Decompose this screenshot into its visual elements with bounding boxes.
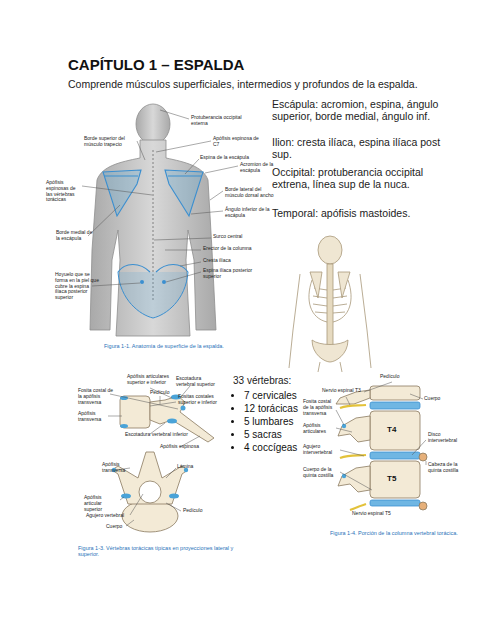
part-label: Apófisis articulares superior e inferior [127, 374, 173, 386]
part-label: Cuerpo [424, 396, 454, 402]
part-label: Borde medial de la escápula [56, 230, 96, 242]
body-text: 33 vértebras: [233, 375, 303, 387]
part-label: Pedículo [183, 508, 213, 514]
part-label: Cuerpo de la quinta costilla [303, 467, 340, 479]
body-text: Escápula: acromion, espina, ángulo super… [272, 98, 462, 122]
leader-lines [108, 386, 200, 526]
body-text: Ilion: cresta ilíaca, espina ilíaca post… [272, 136, 462, 160]
part-label: Apófisis transversa [102, 462, 132, 474]
part-label: Fosita costal de la apófisis transversa [78, 388, 114, 405]
part-label: Escotadura vertebral superior [176, 376, 222, 388]
part-label: Apófisis articulares [303, 423, 336, 435]
part-label: Acromion de la escápula [240, 162, 276, 174]
spine-portion [336, 386, 427, 510]
thoracic-vertebrae [112, 395, 214, 533]
part-label: Apófisis articular superior [84, 495, 120, 512]
part-label: Espina ilíaca posterior superior [203, 268, 253, 280]
part-label: Apófisis espinosa de C7 [213, 136, 259, 148]
part-label: Agujero vertebral [86, 513, 130, 519]
body-text: Comprende músculos superficiales, interm… [68, 78, 488, 90]
part-label: Surco central [213, 234, 263, 240]
part-label: Protuberancia occipital externa [191, 115, 253, 127]
part-label: Fositas costales superior e inferior [178, 394, 228, 406]
spinal-nerves [340, 405, 366, 510]
figure-caption: Figura 1-1. Anatomía de superficie de la… [104, 343, 279, 349]
part-label: Cuerpo [106, 524, 131, 530]
vertebra-count-list: 7 cervicales12 torácicas5 lumbares5 sacr… [232, 389, 314, 454]
part-label: Escotadura vertebral inferior [125, 432, 197, 438]
part-label: Disco intervertebral [428, 432, 462, 444]
part-label: Hoyuelo que se forma en la piel que cubr… [55, 272, 99, 301]
vertebra-label: T5 [387, 474, 401, 483]
part-label: Fosita costal de la apófisis transversa [303, 399, 336, 416]
part-label: Apófisis espinosas de las vértebras torá… [46, 180, 82, 203]
body-text: Occipital: protuberancia occipital extre… [272, 166, 462, 190]
leader-lines [336, 382, 426, 490]
part-label: Pedículo [380, 374, 410, 380]
figure-caption: Figura 1-4. Porción de la columna verteb… [330, 530, 480, 536]
part-label: Ángulo inferior de la escápula [225, 207, 271, 219]
part-label: Apófisis espinosa [160, 444, 210, 450]
part-label: Pedículo [150, 390, 180, 396]
skeleton-figure [289, 236, 371, 372]
part-label: Cresta ilíaca [203, 258, 253, 264]
part-label: Espina de la escápula [200, 155, 260, 161]
part-label: Erector de la columna [203, 246, 263, 252]
page-title: CAPÍTULO 1 – ESPALDA [68, 56, 244, 73]
part-label: Borde superior del músculo trapecio [84, 136, 136, 148]
vertebra-label: T4 [387, 425, 401, 434]
part-label: Borde lateral del músculo dorsal ancho [225, 187, 275, 199]
part-label: Apófisis transversa [78, 411, 108, 423]
figure-caption: Figura 1-3. Vértebras torácicas típicas … [78, 545, 253, 558]
part-label: Cabeza de la quinta costilla [428, 462, 462, 474]
body-text: Temporal: apófisis mastoides. [272, 207, 462, 219]
part-label: Agujero intervertebral [303, 444, 340, 456]
part-label: Nervio espinal T5 [352, 511, 412, 517]
part-label: Nervio espinal T3 [322, 388, 372, 394]
part-label: Lámina [177, 464, 207, 470]
